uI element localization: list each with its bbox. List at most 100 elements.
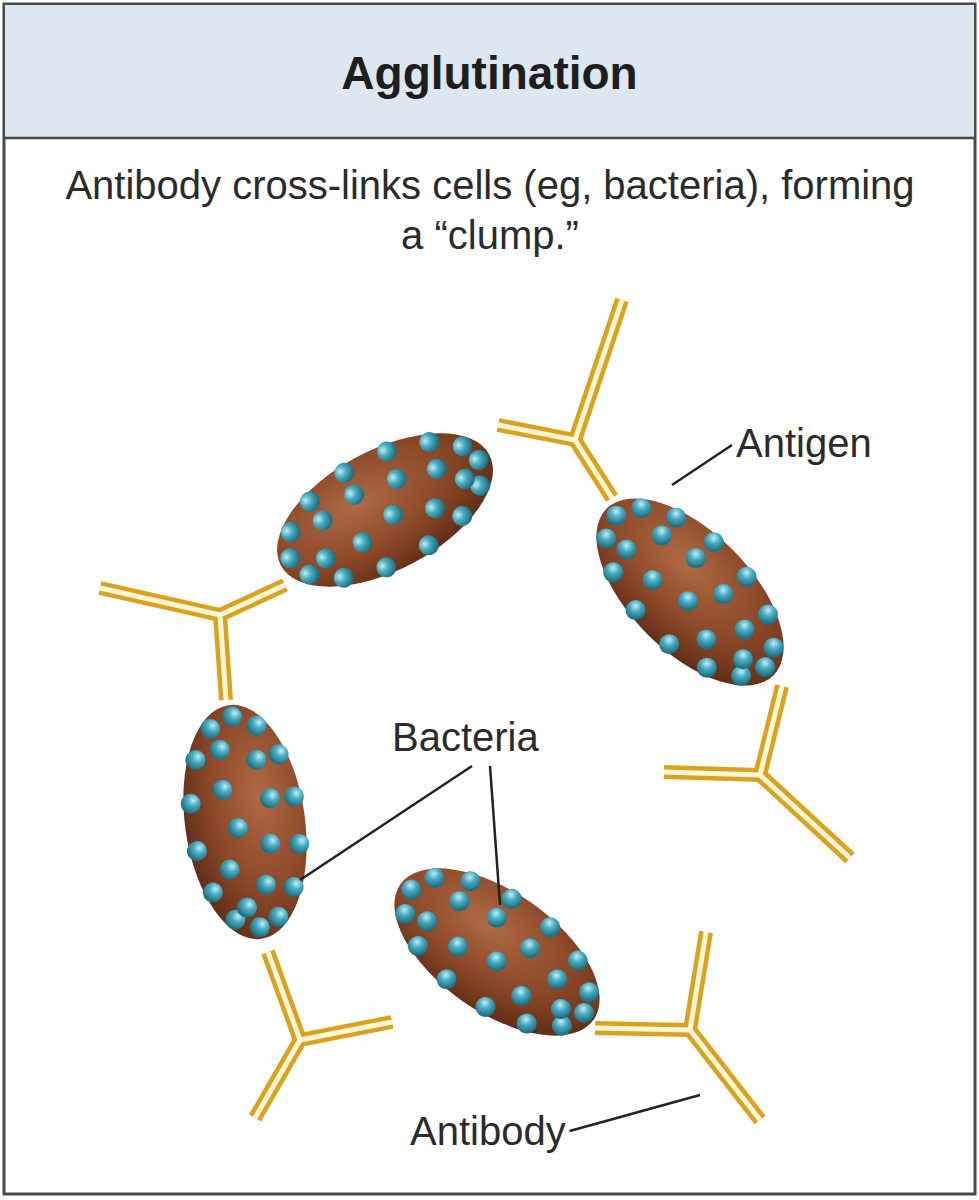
- antigen-dot: [709, 580, 737, 608]
- antibody-chain: [760, 686, 782, 775]
- antigen-dot: [373, 438, 400, 465]
- antibody-chain: [100, 588, 220, 615]
- part-label: Antibody: [410, 1106, 566, 1156]
- part-label: Bacteria: [392, 712, 539, 762]
- antigen-dot: [245, 749, 268, 772]
- antigen-dot: [692, 625, 720, 653]
- antigen-dot: [621, 596, 649, 624]
- antigen-dot: [543, 966, 571, 994]
- antibody-chain: [690, 1030, 760, 1120]
- antibody-chain: [255, 1040, 300, 1118]
- antigen-dot: [404, 932, 432, 960]
- antigen-dot: [754, 600, 782, 628]
- antigen-dot: [648, 521, 676, 549]
- antigen-dot: [288, 833, 311, 856]
- antigen-dot: [413, 907, 441, 935]
- antigen-dot: [423, 455, 450, 482]
- antigen-dot: [211, 779, 234, 802]
- antigen-dot: [759, 633, 787, 661]
- antigen-dot: [693, 654, 721, 682]
- antigen-dot: [331, 459, 358, 486]
- antibody: [498, 300, 622, 498]
- antigen-dot: [449, 503, 476, 530]
- antigen-dot: [627, 494, 655, 522]
- antibody-chain: [575, 300, 622, 440]
- bacterium-body: [169, 697, 321, 947]
- description-text: Antibody cross-links cells (eg, bacteria…: [60, 160, 920, 260]
- antigen-dot: [612, 535, 640, 563]
- antigen-dot: [422, 495, 449, 522]
- antibody-chain: [595, 1028, 690, 1030]
- antigen-dot: [397, 876, 425, 904]
- antigen-dot: [472, 993, 500, 1021]
- antibody-chain: [498, 425, 575, 440]
- antibody-chain: [690, 932, 706, 1030]
- bacteria-group: [168, 400, 818, 1070]
- antigen-dot: [391, 900, 419, 928]
- antibody: [255, 952, 392, 1118]
- antigen-dot: [349, 529, 376, 556]
- antigen-dot: [380, 501, 407, 528]
- antibody-chain: [664, 772, 760, 775]
- antigen-dot: [570, 999, 598, 1027]
- antigen-dot: [186, 840, 209, 863]
- panel-title: Agglutination: [0, 46, 979, 100]
- leader-line: [490, 766, 500, 905]
- antigen-dot: [456, 867, 484, 895]
- antibody: [664, 686, 850, 858]
- antigen-dot: [602, 502, 630, 530]
- antigen-dot: [330, 564, 357, 591]
- antigen-dot: [309, 507, 336, 534]
- antibody-chain: [664, 772, 760, 775]
- antibody-chain: [255, 1040, 300, 1118]
- antibody: [595, 932, 760, 1120]
- antigen-dot: [245, 714, 268, 737]
- antibody-chain: [220, 615, 226, 700]
- antibody-chain: [690, 1030, 760, 1120]
- antigen-dot: [296, 488, 323, 515]
- antigen-dot: [513, 1010, 541, 1038]
- antigen-dot: [218, 858, 241, 881]
- antibody-chain: [760, 775, 850, 858]
- antigen-dot: [255, 873, 278, 896]
- antigen-dot: [202, 881, 225, 904]
- leader-line: [672, 445, 732, 485]
- leader-lines: [300, 445, 732, 1131]
- antigen-dot: [536, 913, 564, 941]
- antigen-dot: [674, 587, 702, 615]
- antigen-dot: [700, 528, 728, 556]
- antigen-dot: [312, 545, 339, 572]
- antibody-chain: [498, 425, 575, 440]
- antigen-dot: [267, 905, 290, 928]
- antibody-chain: [575, 440, 612, 498]
- antigen-dot: [638, 566, 666, 594]
- antibody-chain: [220, 615, 226, 700]
- antigen-dot: [729, 645, 757, 673]
- antigen-dot: [208, 739, 231, 762]
- antibody-chain: [760, 775, 850, 858]
- antibody-chain: [268, 952, 300, 1040]
- antigen-dot: [483, 904, 511, 932]
- antigen-dot: [547, 995, 575, 1023]
- antibody-chain: [220, 585, 285, 615]
- bacterium: [168, 697, 323, 948]
- antibody-chain: [595, 1028, 690, 1030]
- antigen-dot: [373, 554, 400, 581]
- antibody-chain: [268, 952, 300, 1040]
- antibody-chain: [300, 1022, 392, 1040]
- antigen-dot: [383, 465, 410, 492]
- antigen-dot: [415, 532, 442, 559]
- antigen-dot: [564, 947, 592, 975]
- antigen-dot: [592, 524, 620, 552]
- antigen-dot: [483, 947, 511, 975]
- leader-line: [300, 766, 472, 880]
- antigen-dot: [575, 978, 603, 1006]
- antigen-dot: [433, 965, 461, 993]
- antigen-dot: [341, 481, 368, 508]
- antigen-dot: [248, 916, 271, 939]
- antibody: [100, 585, 285, 700]
- antigen-dot: [184, 749, 207, 772]
- panel-border: [4, 4, 975, 1194]
- leader-line: [570, 1095, 700, 1131]
